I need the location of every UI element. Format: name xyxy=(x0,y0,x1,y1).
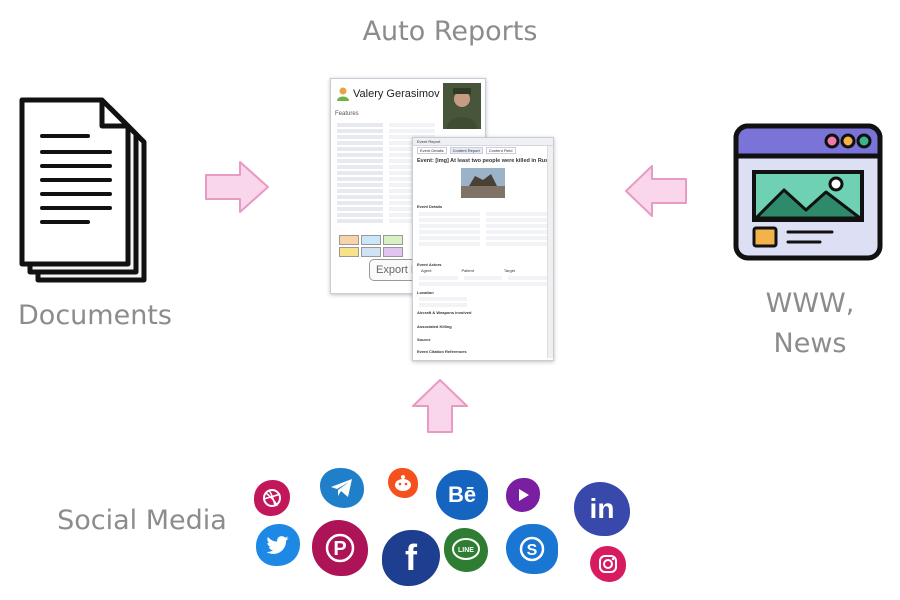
section-location: Location xyxy=(417,290,434,295)
report-preview-event: Event Report Event Details Content Repor… xyxy=(412,137,554,361)
tag-chip xyxy=(383,235,403,245)
actors-col-target: Target xyxy=(503,268,516,273)
tab-event-details[interactable]: Event Details xyxy=(417,147,447,154)
twitter-icon xyxy=(256,524,300,566)
tag-chip xyxy=(339,247,359,257)
actors-col-agent: Agent xyxy=(421,268,432,273)
linkedin-icon: in xyxy=(574,482,630,536)
browser-window-icon xyxy=(733,123,883,261)
section-event-details: Event Details xyxy=(417,204,443,209)
instagram-icon xyxy=(590,546,626,582)
tab-content-field[interactable]: Content Field xyxy=(485,147,516,154)
skype-icon: S xyxy=(506,524,558,574)
news-label: News xyxy=(773,328,847,359)
documents-icon xyxy=(19,97,147,283)
actors-col-patient: Patient xyxy=(461,268,474,273)
event-photo xyxy=(461,168,505,198)
event-tabs: Event Details Content Report Content Fie… xyxy=(417,147,516,154)
arrow-up-icon xyxy=(412,379,468,433)
dribbble-icon xyxy=(254,480,290,516)
event-header-tab: Event Report xyxy=(417,139,441,144)
tag-chip xyxy=(361,247,381,257)
arrow-right-icon xyxy=(205,161,269,213)
reddit-icon xyxy=(388,468,418,498)
tab-content-report[interactable]: Content Report xyxy=(449,147,483,154)
actors-table-header: Agent Patient Target xyxy=(421,268,515,273)
facebook-icon: f xyxy=(382,530,440,586)
person-name: Valery Gerasimov xyxy=(353,88,440,100)
line-icon: LINE xyxy=(444,528,488,572)
section-killing: Associated Killing xyxy=(417,324,452,329)
location-rows xyxy=(413,295,473,309)
www-label: WWW, xyxy=(765,288,855,319)
line-glyph: LINE xyxy=(458,547,474,554)
pinterest-icon: P xyxy=(312,520,368,576)
arrow-left-icon xyxy=(625,165,687,217)
youtube-icon xyxy=(506,478,540,512)
person-photo xyxy=(443,83,481,129)
avatar-icon xyxy=(337,87,349,101)
features-heading: Features xyxy=(335,111,359,117)
section-source: Source xyxy=(417,337,431,342)
pinterest-glyph: P xyxy=(333,538,346,560)
event-title: Event: [img] At least two people were ki… xyxy=(417,158,551,164)
tag-chip xyxy=(383,247,403,257)
section-refs: Event Citation References xyxy=(417,349,467,354)
scrollbar[interactable] xyxy=(547,146,553,358)
tag-chip xyxy=(339,235,359,245)
section-aircraft: Aircraft & Weapons involved xyxy=(417,310,472,315)
auto-reports-label: Auto Reports xyxy=(362,16,538,47)
event-detail-rows xyxy=(413,210,553,248)
www-news-label: WWW, News xyxy=(730,284,890,364)
tag-chip xyxy=(361,235,381,245)
actors-rows xyxy=(413,274,553,288)
telegram-icon xyxy=(320,468,364,508)
skype-glyph: S xyxy=(527,542,538,559)
event-window-bar xyxy=(413,138,553,146)
behance-icon: Bē xyxy=(436,470,488,520)
export-button[interactable]: Export F xyxy=(369,259,425,281)
section-event-actors: Event Actors xyxy=(417,262,442,267)
documents-label: Documents xyxy=(18,300,172,331)
social-media-label: Social Media xyxy=(57,505,227,536)
